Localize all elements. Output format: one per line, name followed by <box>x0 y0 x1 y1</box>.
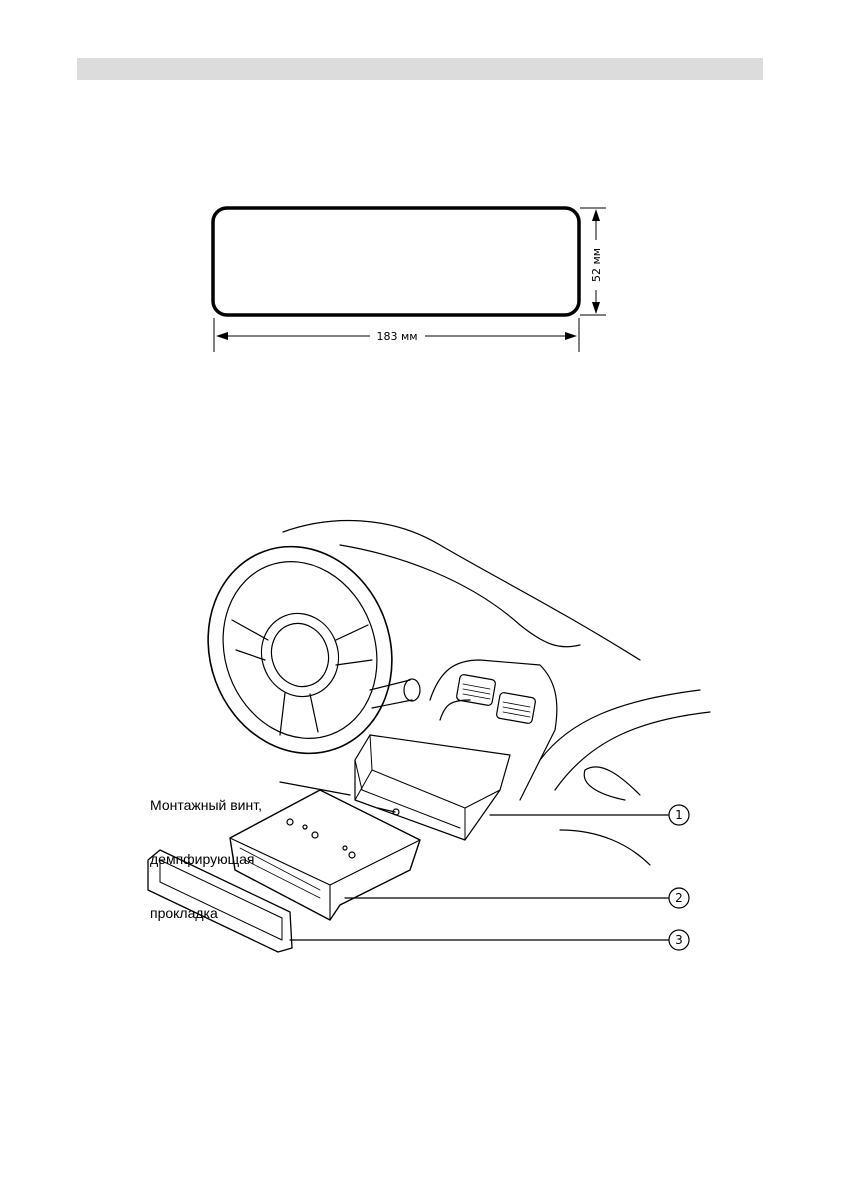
dashboard-top-line <box>282 520 641 661</box>
steering-wheel-inner <box>222 561 378 739</box>
callout-label: Монтажный винт, демпфирующая прокладка <box>150 760 262 940</box>
part-circle-3 <box>668 929 690 951</box>
glovebox-line <box>559 829 651 866</box>
width-arrow-right <box>565 332 577 340</box>
height-arrow-top <box>592 209 600 221</box>
part-number-2: 2 <box>675 891 683 905</box>
steering-column <box>369 679 413 709</box>
part-number-1: 1 <box>675 808 683 822</box>
callout-line-1: Монтажный винт, <box>150 797 262 813</box>
cutout-diagram: 183 мм 52 мм <box>211 206 606 352</box>
cutout-outline <box>211 206 581 317</box>
dashboard-inner-line <box>339 544 581 648</box>
width-arrow-left <box>216 332 228 340</box>
column-end <box>403 678 421 702</box>
height-arrow-bottom <box>592 302 600 314</box>
width-label: 183 мм <box>376 330 417 343</box>
head-unit-body <box>229 789 421 921</box>
glovebox-handle <box>583 766 641 801</box>
dash-right-line <box>539 689 701 761</box>
callout-leader-1 <box>279 781 669 816</box>
vent-left <box>456 674 496 706</box>
mounting-sleeve <box>354 734 511 841</box>
steering-wheel-outer <box>207 545 393 755</box>
dash-right-line2 <box>554 711 711 791</box>
steering-spoke-left <box>231 619 269 661</box>
height-label: 52 мм <box>590 248 603 282</box>
part-circle-1 <box>668 804 690 826</box>
part-number-3: 3 <box>675 933 683 947</box>
front-frame <box>147 849 293 953</box>
steering-spoke-right <box>335 624 373 666</box>
vent-right <box>496 692 536 724</box>
console-inner <box>439 699 471 721</box>
part-circle-2 <box>668 887 690 909</box>
steering-spoke-bottom <box>279 692 319 736</box>
callout-line-3: прокладка <box>150 905 218 921</box>
console-outline <box>429 659 558 801</box>
steering-hub-inner <box>270 622 330 688</box>
callout-line-2: демпфирующая <box>150 851 255 867</box>
screw-bolt <box>377 807 396 813</box>
steering-hub <box>260 612 340 698</box>
header-bar <box>77 58 763 80</box>
